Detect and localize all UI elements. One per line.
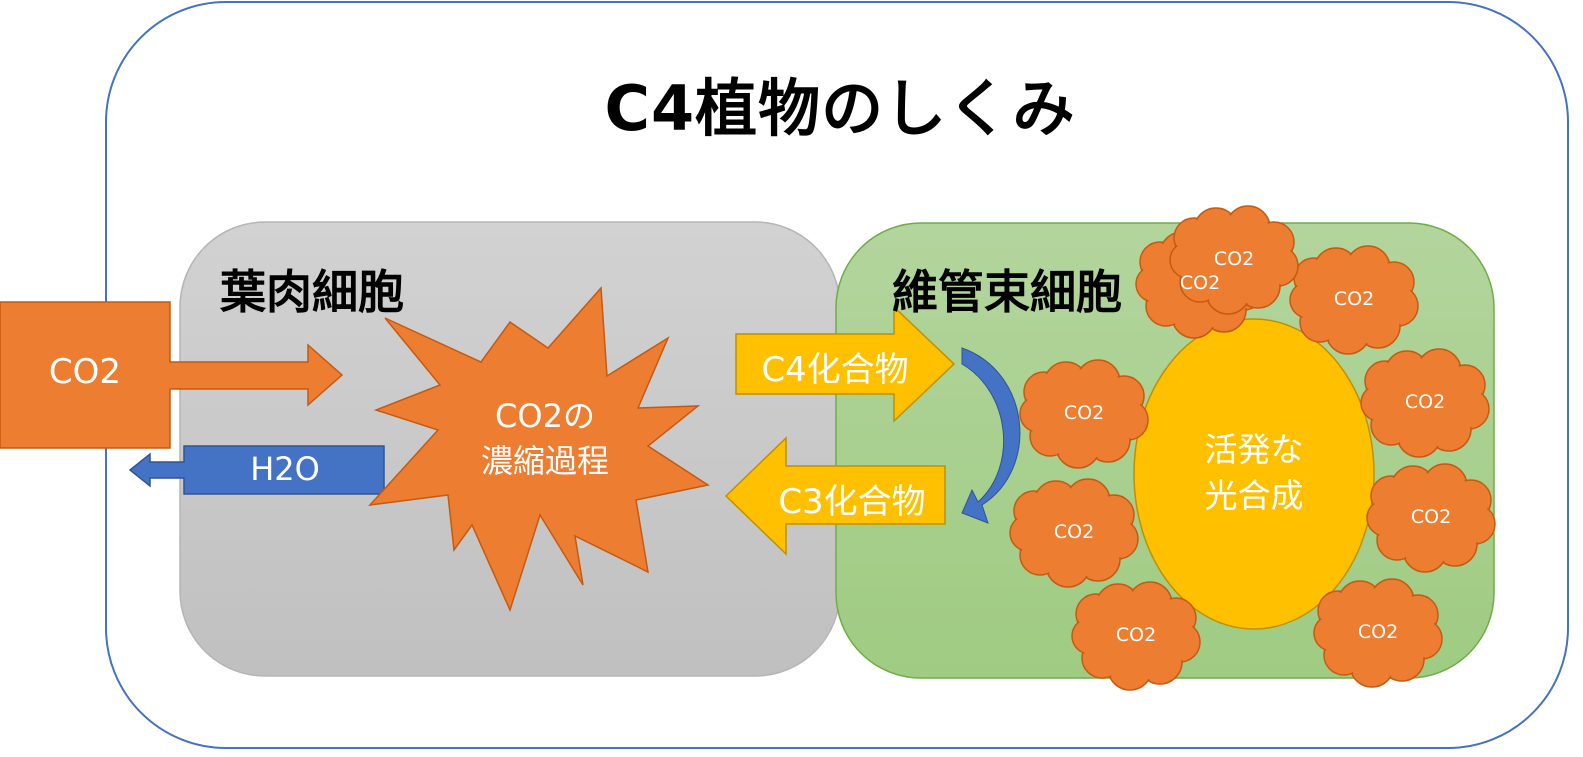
h2o-output-label: H2O — [250, 450, 320, 488]
photosynthesis-label-line2: 光合成 — [1204, 476, 1304, 515]
conversion-curve-arrow — [961, 347, 1021, 524]
co2-clouds — [1009, 205, 1496, 691]
co2-cloud — [1366, 463, 1496, 573]
c4-compound-label: C4化合物 — [761, 350, 909, 390]
co2-cloud — [1313, 578, 1443, 688]
co2-cloud-label: CO2 — [1115, 624, 1157, 646]
concentration-label-line2: 濃縮過程 — [480, 442, 609, 480]
co2-cloud-label: CO2 — [1213, 248, 1255, 270]
co2-cloud-label: CO2 — [1053, 521, 1095, 543]
photosynthesis-oval — [1133, 318, 1375, 630]
co2-cloud-label: CO2 — [1410, 506, 1452, 528]
mesophyll-cell-label: 葉肉細胞 — [220, 265, 404, 319]
h2o-output-arrow — [128, 445, 385, 495]
c4-compound-arrow — [735, 305, 956, 423]
co2-cloud — [1360, 348, 1490, 458]
co2-cloud — [1019, 359, 1149, 469]
bundle-sheath-cell-label: 維管束細胞 — [892, 265, 1122, 319]
diagram-title: C4植物のしくみ — [604, 72, 1076, 145]
c3-compound-label: C3化合物 — [778, 482, 926, 522]
co2-cloud — [1169, 205, 1299, 315]
co2-cloud-label: CO2 — [1404, 391, 1446, 413]
concentration-label-line1: CO2の — [495, 397, 595, 435]
co2-cloud — [1071, 581, 1201, 691]
c3-compound-arrow — [724, 436, 946, 556]
co2-cloud-label: CO2 — [1179, 272, 1221, 294]
co2-cloud-label: CO2 — [1063, 402, 1105, 424]
co2-input-arrow — [0, 301, 344, 449]
co2-cloud-label: CO2 — [1357, 621, 1399, 643]
concentration-burst — [368, 286, 710, 613]
photosynthesis-label-line1: 活発な — [1204, 430, 1304, 469]
co2-input-label: CO2 — [48, 352, 122, 392]
co2-cloud — [1009, 478, 1139, 588]
co2-cloud-label: CO2 — [1333, 288, 1375, 310]
